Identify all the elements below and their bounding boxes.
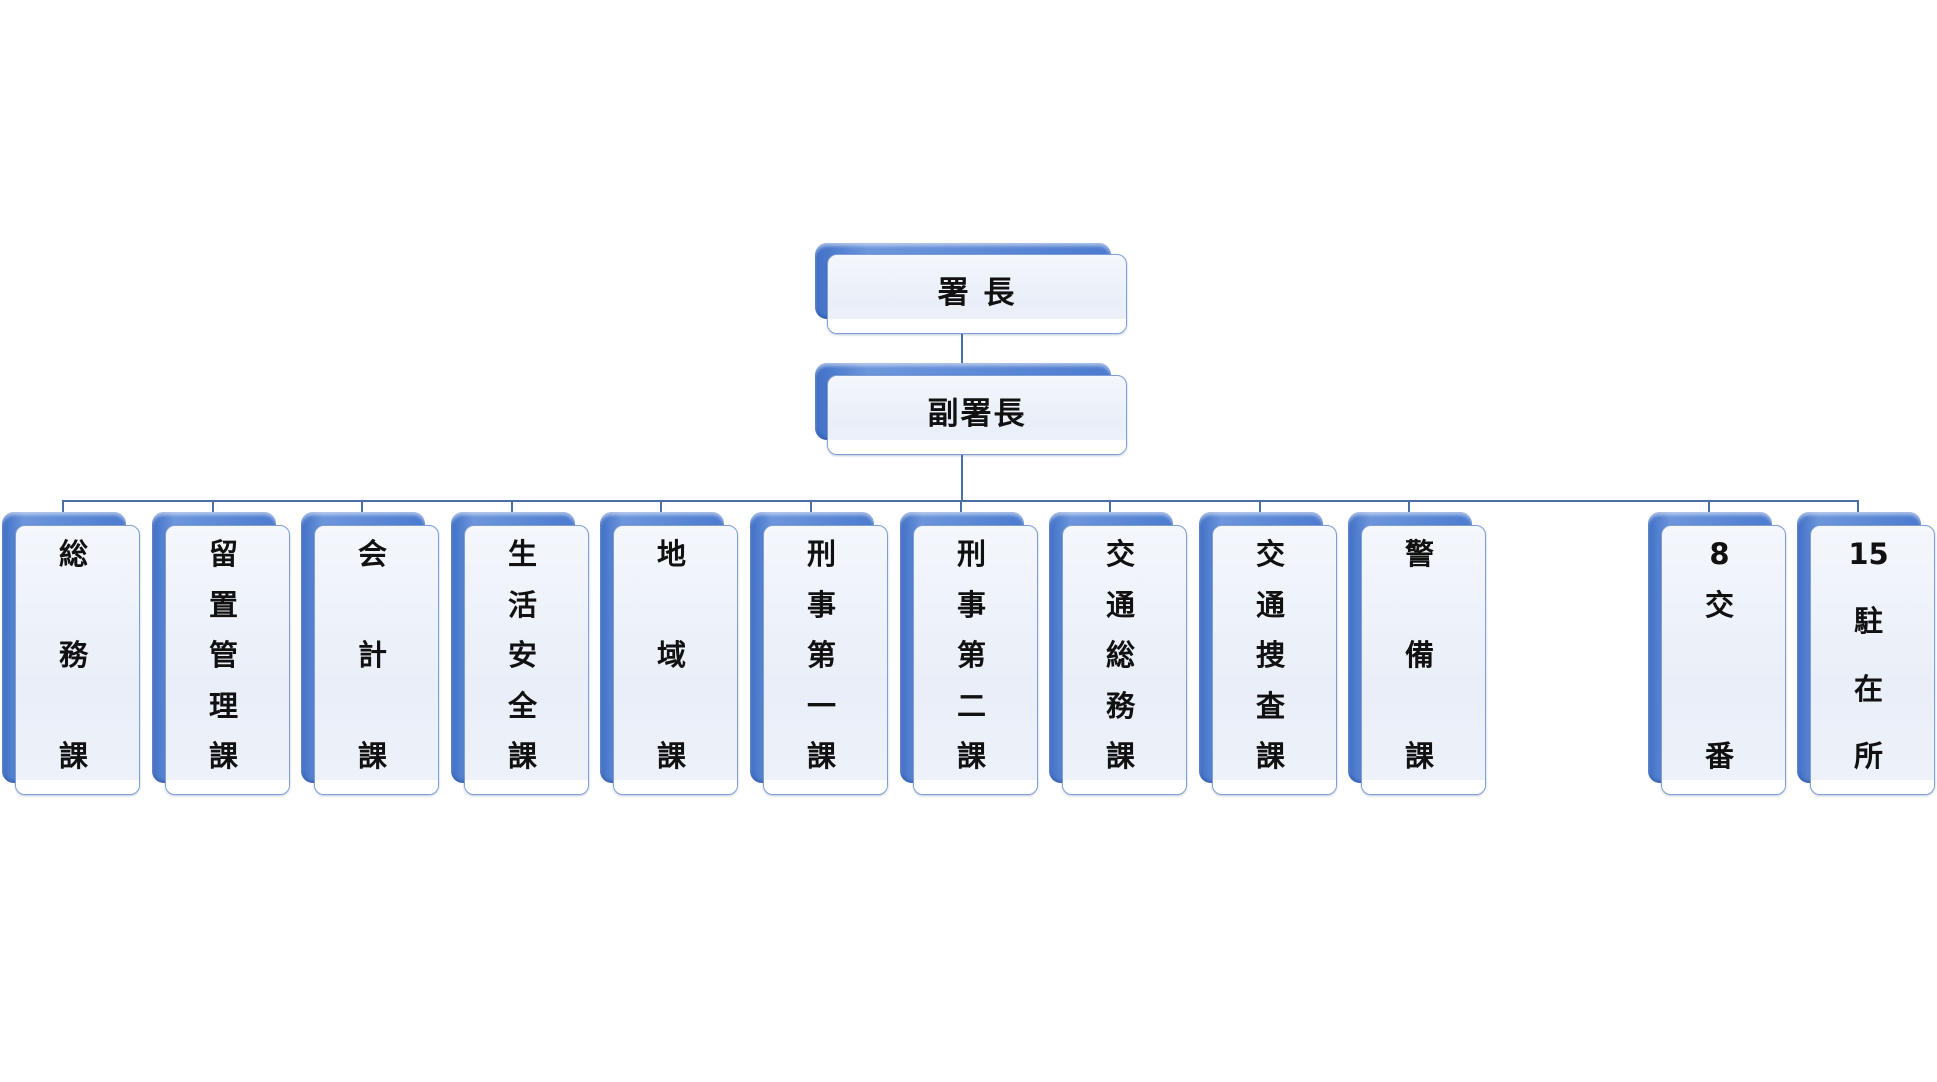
node-label-char: 警 <box>1404 537 1434 571</box>
node-label: 総務課 <box>16 540 131 774</box>
node-label: 警備課 <box>1362 540 1477 774</box>
connector-drop <box>62 500 64 513</box>
connector-drop <box>1708 500 1710 513</box>
node-label: 生活安全課 <box>465 540 580 774</box>
node-label-char: 務 <box>58 638 88 672</box>
node-label: 8 交番 <box>1662 540 1777 774</box>
node-units-7: 交通総務課 <box>1049 512 1187 796</box>
node-chief: 署 長 <box>815 243 1127 334</box>
node-label: 会計課 <box>315 540 430 774</box>
node-label-char: 務 <box>1105 688 1135 723</box>
node-outposts-0: 8 交番 <box>1648 512 1786 796</box>
connector-drop <box>1857 500 1859 513</box>
node-label-char: 課 <box>58 739 88 773</box>
connector-drop <box>511 500 513 513</box>
node-label-char: 留 <box>208 537 238 571</box>
node-label: 交通捜査課 <box>1213 540 1328 774</box>
node-label-char: 交 <box>1105 537 1135 571</box>
connector-drop <box>1408 500 1410 513</box>
connector-drop <box>960 500 962 513</box>
node-label-char: 刑 <box>956 537 986 571</box>
node-label-char: 課 <box>1404 739 1434 773</box>
node-label-char: 総 <box>1105 638 1135 672</box>
node-label-char: 通 <box>1255 587 1285 622</box>
node-label-char: 捜 <box>1255 638 1285 672</box>
node-label-char: 事 <box>806 587 836 622</box>
node-label-char: 駐 <box>1853 604 1883 639</box>
node-label-char: 安 <box>507 638 537 672</box>
node-label-char: 在 <box>1853 671 1883 706</box>
node-label-char: 通 <box>1105 587 1135 622</box>
node-label-char: 課 <box>357 739 387 773</box>
connector-deputy-to-bus <box>961 455 963 501</box>
node-label-char: 地 <box>656 537 686 571</box>
node-label-char: 全 <box>507 688 537 723</box>
node-label-char: 課 <box>956 739 986 773</box>
node-units-5: 刑事第一課 <box>750 512 888 796</box>
node-label-char: 所 <box>1853 738 1883 773</box>
node-label-char: 二 <box>956 688 986 723</box>
node-deputy-chief-label: 副署長 <box>927 395 1027 432</box>
node-label-char: 8 <box>1709 537 1730 571</box>
node-units-9: 警備課 <box>1348 512 1486 796</box>
node-label-char: 交 <box>1704 587 1734 622</box>
node-label: 刑事第二課 <box>914 540 1029 774</box>
node-label-char: 15 <box>1848 537 1889 571</box>
node-label: 15 駐在所 <box>1811 540 1926 774</box>
node-label: 留置管理課 <box>166 540 281 774</box>
node-label: 交通総務課 <box>1063 540 1178 774</box>
connector-drop <box>810 500 812 513</box>
node-label-char: 理 <box>208 688 238 723</box>
node-outposts-1: 15 駐在所 <box>1797 512 1935 796</box>
node-label-char: 計 <box>357 638 387 672</box>
node-label-char: 番 <box>1704 739 1734 773</box>
node-label-char: 査 <box>1255 688 1285 723</box>
node-label-char: 第 <box>806 638 836 672</box>
node-label-char: 事 <box>956 587 986 622</box>
connector-drop <box>1259 500 1261 513</box>
node-label-char: 一 <box>806 688 836 723</box>
connector-drop <box>212 500 214 513</box>
node-label-char: 課 <box>208 739 238 773</box>
node-units-0: 総務課 <box>2 512 140 796</box>
node-label-char: 備 <box>1404 638 1434 672</box>
node-label: 地域課 <box>614 540 729 774</box>
node-label-char: 置 <box>208 587 238 622</box>
connector-drop <box>660 500 662 513</box>
node-chief-label: 署 長 <box>937 274 1017 311</box>
node-label-char: 第 <box>956 638 986 672</box>
node-units-3: 生活安全課 <box>451 512 589 796</box>
connector-drop <box>361 500 363 513</box>
connector-top-to-deputy <box>961 333 963 363</box>
node-label-char: 会 <box>357 537 387 571</box>
node-label-char: 生 <box>507 537 537 571</box>
node-label-char: 課 <box>1255 739 1285 773</box>
node-label-char: 課 <box>806 739 836 773</box>
node-label-char: 課 <box>1105 739 1135 773</box>
node-label: 刑事第一課 <box>764 540 879 774</box>
node-label-char: 課 <box>656 739 686 773</box>
node-label-char: 活 <box>507 587 537 622</box>
node-label-char: 交 <box>1255 537 1285 571</box>
node-units-8: 交通捜査課 <box>1199 512 1337 796</box>
node-label-char: 域 <box>656 638 686 672</box>
node-units-2: 会計課 <box>301 512 439 796</box>
node-units-6: 刑事第二課 <box>900 512 1038 796</box>
node-label-char: 管 <box>208 638 238 672</box>
node-label-char: 総 <box>58 537 88 571</box>
node-units-4: 地域課 <box>600 512 738 796</box>
connector-drop <box>1109 500 1111 513</box>
node-label-char: 課 <box>507 739 537 773</box>
node-units-1: 留置管理課 <box>152 512 290 796</box>
node-label-char: 刑 <box>806 537 836 571</box>
node-deputy-chief: 副署長 <box>815 363 1127 455</box>
